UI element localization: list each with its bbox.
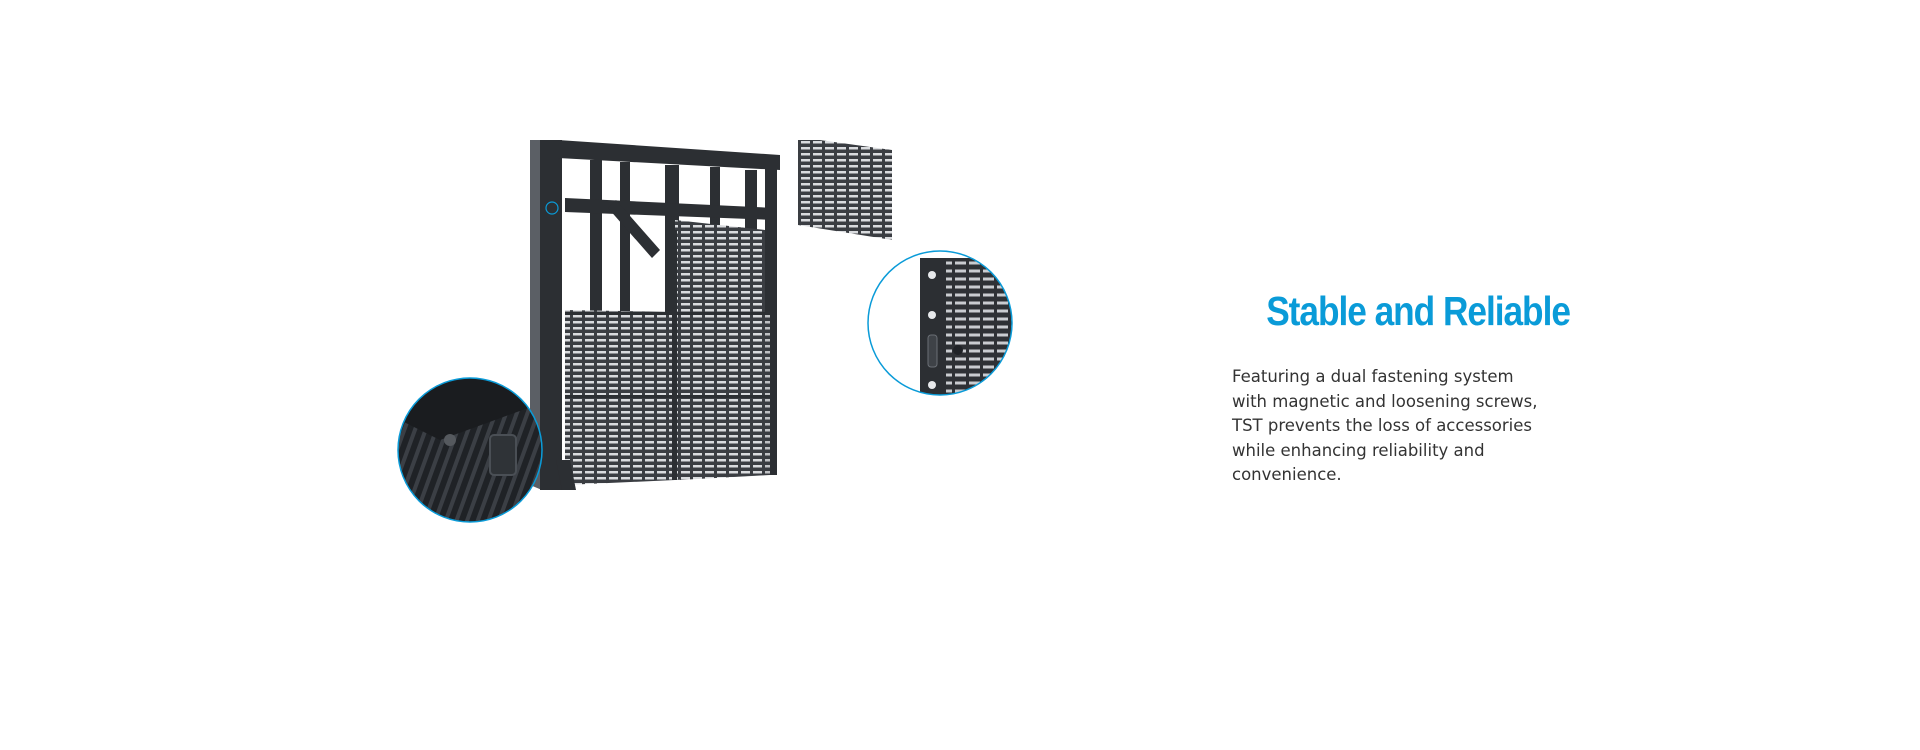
feature-title: Stable and Reliable bbox=[1266, 288, 1571, 334]
led-cabinet-illustration bbox=[397, 140, 1013, 523]
product-image bbox=[380, 140, 1040, 610]
led-module-detached bbox=[798, 140, 892, 240]
feature-description: Featuring a dual fastening system with m… bbox=[1232, 367, 1538, 484]
cabinet-frame bbox=[530, 140, 780, 490]
magnet-fastener-closeup bbox=[397, 377, 543, 523]
screw-fastener-closeup bbox=[867, 250, 1013, 396]
feature-block: Stable and Reliable Featuring a dual fas… bbox=[1220, 283, 1571, 488]
led-modules bbox=[556, 220, 770, 490]
